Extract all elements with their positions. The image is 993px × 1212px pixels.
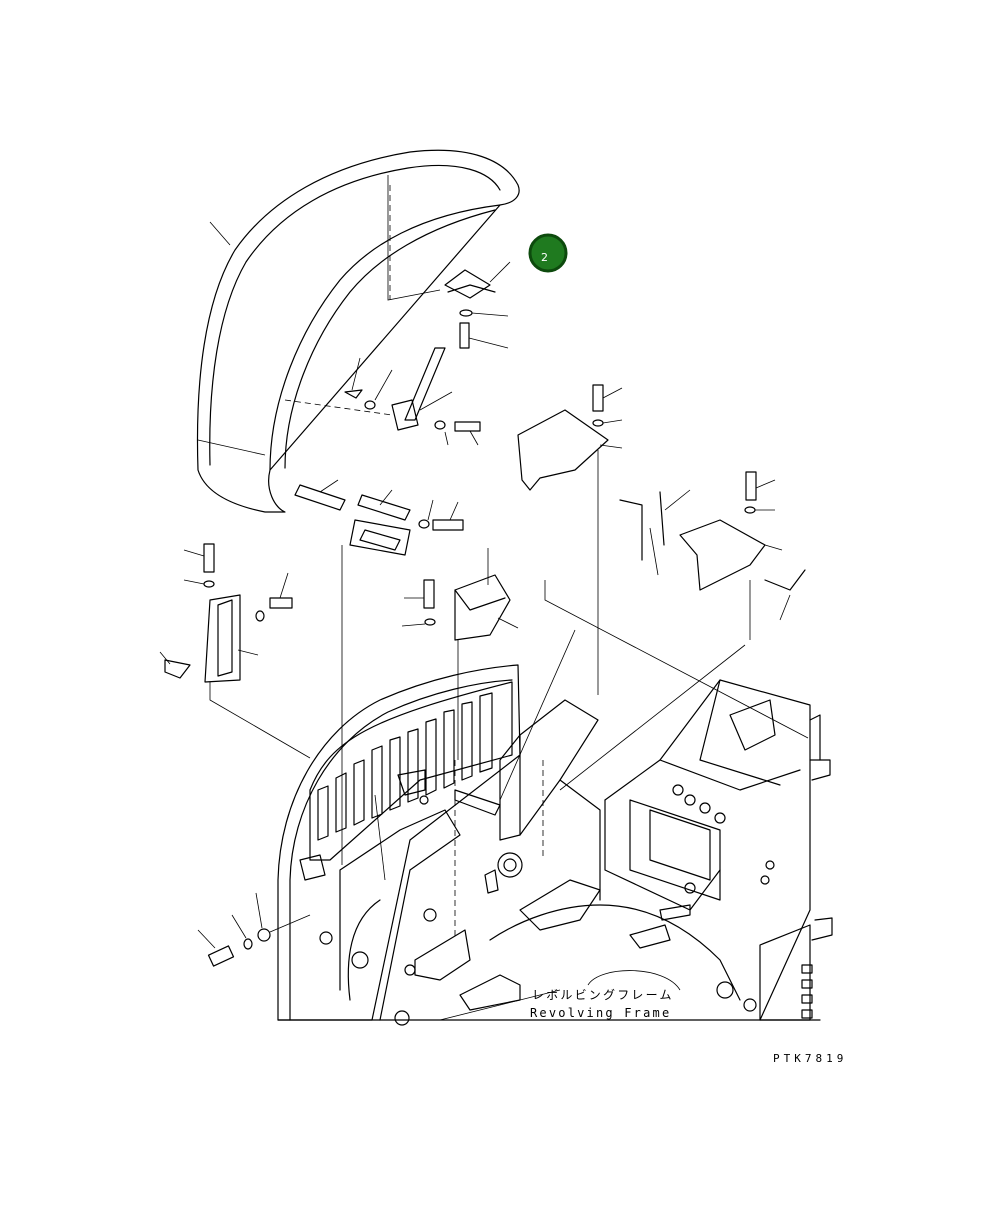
box-bracket [401,574,519,760]
hinge-brackets [294,479,464,556]
hood-stay-assembly [284,261,511,446]
right-bracket-assembly [619,471,806,640]
cover-plate [517,384,623,695]
frame-label-en: Revolving Frame [530,1006,671,1020]
frame-label-jp: レボルビングフレーム [532,988,674,1002]
louver-slots [317,692,493,841]
left-side-bracket [159,543,311,759]
revolving-frame [277,545,833,1026]
bottom-bolt-set [197,892,311,967]
callout-marker-2[interactable]: 2 [528,233,568,273]
engine-hood [196,149,520,513]
callout-marker-2-label: 2 [541,251,548,264]
drawing-code: PTK7819 [773,1052,847,1065]
revolving-frame-label: レボルビングフレーム Revolving Frame [530,970,681,1020]
